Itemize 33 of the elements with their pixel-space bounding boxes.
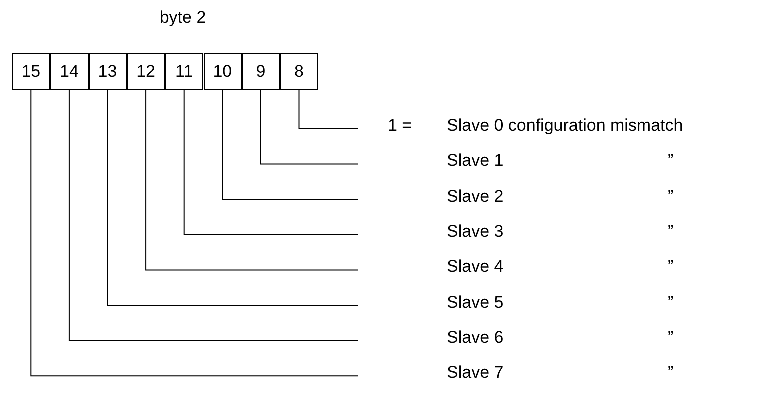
bit-cell: 9 xyxy=(242,53,280,90)
leader-line xyxy=(146,90,358,271)
bit-cell: 12 xyxy=(126,53,166,90)
bit-description: Slave 0 configuration mismatch xyxy=(447,115,684,137)
value-note: 1 = xyxy=(388,115,412,137)
bit-description: Slave 5 xyxy=(447,292,504,314)
bit-description: Slave 3 xyxy=(447,220,504,243)
ditto-mark: ” xyxy=(668,292,674,314)
bit-cell: 13 xyxy=(88,53,127,90)
leader-line xyxy=(298,90,358,130)
leader-line xyxy=(107,90,358,306)
bit-description: Slave 4 xyxy=(447,256,504,278)
ditto-mark: ” xyxy=(668,362,674,384)
bit-description: Slave 2 xyxy=(447,186,504,208)
ditto-mark: ” xyxy=(668,326,674,349)
bit-cell: 15 xyxy=(12,53,50,90)
bit-cell: 14 xyxy=(50,53,89,90)
bit-description: Slave 1 xyxy=(447,150,504,172)
bit-cell: 8 xyxy=(280,53,318,90)
leader-line xyxy=(260,90,358,165)
leader-line xyxy=(222,90,358,200)
bit-cell: 11 xyxy=(165,53,204,90)
bit-description: Slave 7 xyxy=(447,362,504,384)
leader-line xyxy=(184,90,358,236)
ditto-mark: ” xyxy=(668,220,674,243)
bit-description: Slave 6 xyxy=(447,326,504,349)
leader-line xyxy=(68,90,358,342)
ditto-mark: ” xyxy=(668,186,674,208)
register-title: byte 2 xyxy=(158,8,208,28)
ditto-mark: ” xyxy=(668,150,674,172)
leader-line xyxy=(30,90,358,377)
bit-cell: 10 xyxy=(204,53,242,90)
ditto-mark: ” xyxy=(668,256,674,278)
